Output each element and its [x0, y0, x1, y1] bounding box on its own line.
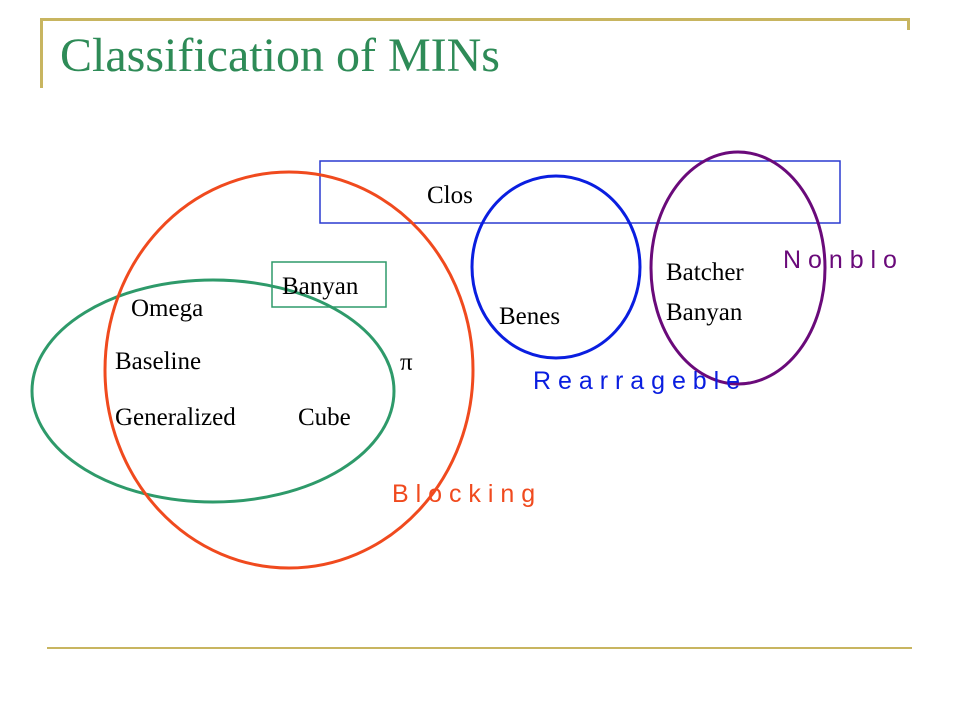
rearrangeable-ellipse	[470, 174, 642, 360]
banyan-class-ellipse	[30, 278, 396, 504]
blocking-ellipse	[103, 170, 475, 570]
title-top-rule	[40, 18, 910, 21]
nonblocking-ellipse	[649, 150, 827, 386]
banyan-label: Banyan	[282, 273, 359, 300]
batcher-label: Batcher	[666, 259, 744, 286]
bottom-rule	[47, 647, 912, 649]
nonblocking-category-label: N o n b l o	[783, 246, 897, 274]
omega-label: Omega	[131, 295, 203, 322]
title-left-rule	[40, 18, 43, 88]
slide-title: Classification of MINs	[60, 29, 500, 82]
clos-box	[319, 160, 841, 224]
cube-label: Cube	[298, 404, 351, 431]
pi-label: π	[400, 349, 413, 376]
rearrangeable-category-label: R e a r r a g e b l e	[533, 367, 740, 395]
title-right-rule	[907, 18, 910, 30]
generalized-label: Generalized	[115, 404, 236, 431]
blocking-category-label: B l o c k i n g	[392, 480, 535, 508]
baseline-label: Baseline	[115, 348, 201, 375]
batcher-banyan-label: Banyan	[666, 299, 743, 326]
benes-label: Benes	[499, 303, 560, 330]
clos-label: Clos	[427, 182, 473, 209]
